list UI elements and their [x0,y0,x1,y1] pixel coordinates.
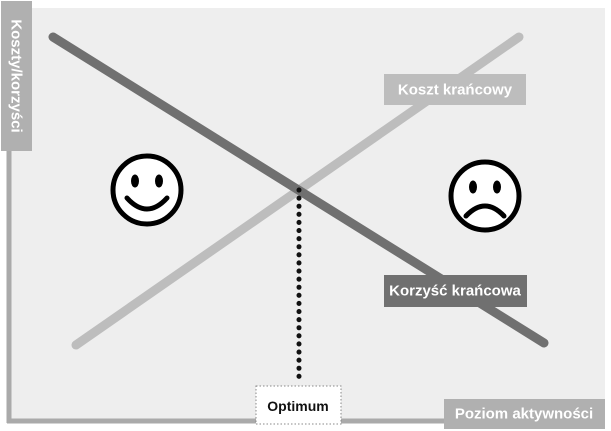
x-axis-label-box [444,399,605,429]
happy-face-icon [110,153,184,227]
optimum-label: Optimum [267,398,328,414]
optimum-label-box [255,385,342,425]
marginal-cost-label: Koszt krańcowy [398,82,513,99]
y-axis-label-box [1,1,32,151]
x-axis-label: Poziom aktywności [455,406,593,423]
marginal-benefit-label: Korzyść krańcowa [389,283,521,300]
marginal-cost-label-box [384,74,526,105]
sad-face-icon [448,159,522,233]
marginal-benefit-label-box [384,275,527,307]
y-axis-label: Koszty/korzyści [8,19,25,132]
